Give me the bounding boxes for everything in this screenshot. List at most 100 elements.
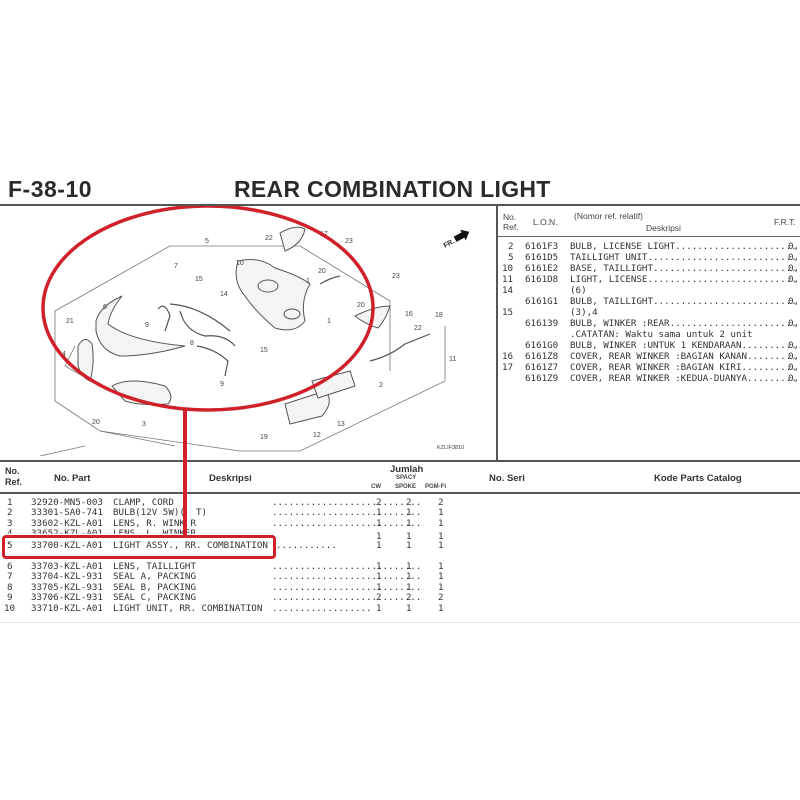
svg-text:20: 20 (92, 419, 100, 426)
lon: 6161F3 (525, 241, 559, 252)
desc: BASE, TAILLIGHT.........................… (570, 263, 797, 274)
description: SEAL C, PACKING (113, 592, 196, 604)
frt: 0,1 (788, 241, 800, 252)
catalog-code-header: Kode Parts Catalog (654, 473, 742, 484)
part-number-header: No. Part (54, 473, 91, 484)
svg-text:23: 23 (345, 238, 353, 245)
desc: COVER, REAR WINKER :KEDUA-DUANYA........… (570, 373, 797, 384)
desc: BULB, TAILLIGHT.........................… (570, 296, 797, 307)
frt: 0,7 (788, 274, 800, 285)
ref-no: 1 (7, 497, 13, 508)
qty-spoke: 1 (406, 581, 412, 593)
lon: 6161G1 (525, 296, 559, 307)
desc: BULB, WINKER :REAR......................… (570, 318, 797, 329)
diagram-code: KZLIF3810 (437, 445, 464, 451)
description-header: Deskripsi (209, 473, 252, 484)
description: LENS, TAILLIGHT (113, 561, 196, 572)
ref-row: .CATATAN: Waktu sama untuk 2 unit (498, 329, 800, 340)
cw-header: CW (371, 484, 381, 490)
leader-dots: ........................... (272, 581, 422, 593)
frt: 0,1 (788, 296, 800, 307)
desc: COVER, REAR WINKER :BAGIAN KIRI.........… (570, 362, 797, 373)
ref-col-header: No. Ref. (503, 212, 519, 232)
description: LIGHT UNIT, RR. COMBINATION (113, 602, 263, 614)
qty-spoke: 1 (406, 540, 412, 551)
svg-text:2: 2 (379, 382, 383, 389)
qty-pgmfi: 1 (438, 571, 444, 583)
svg-text:16: 16 (405, 311, 413, 318)
table-row[interactable]: 10 33710-KZL-A01 LIGHT UNIT, RR. COMBINATI… (0, 602, 800, 614)
parts-illustration: 5 10 7 15 14 6 21 9 8 4 9 20 3 22 17 23 … (39, 204, 470, 457)
ref-no: 15 (502, 307, 514, 318)
qty-spoke: 1 (406, 530, 412, 542)
svg-text:5: 5 (205, 238, 209, 245)
annotation-connector-line (183, 408, 187, 536)
qty-pgmfi: 1 (438, 517, 444, 529)
svg-text:19: 19 (260, 434, 268, 441)
lon: 6161E2 (525, 263, 559, 274)
qty-cw: 2 (376, 497, 382, 508)
ref-no: 6 (7, 561, 13, 572)
part-number: 33652-KZL-A01 (31, 528, 103, 540)
lon: 6161Z9 (525, 373, 559, 384)
lon: 616139 (525, 318, 559, 329)
qty-cw: 1 (376, 571, 382, 583)
svg-text:1: 1 (306, 278, 310, 285)
qty-pgmfi: 1 (438, 561, 444, 572)
section-code: F-38-10 (8, 176, 93, 202)
qty-spoke: 1 (406, 517, 412, 529)
qty-spoke: 2 (406, 497, 412, 508)
leader-dots: ........................... (272, 571, 422, 583)
page-title: REAR COMBINATION LIGHT (234, 176, 551, 202)
highlight-box (2, 535, 276, 559)
highlight-ellipse (41, 204, 375, 412)
part-number: 33710-KZL-A01 (31, 602, 103, 614)
ref-no: 2 (508, 241, 514, 252)
qty-spoke: 1 (406, 507, 412, 519)
frt: 0,1 (788, 362, 800, 373)
desc: BULB, LICENSE LIGHT.....................… (570, 241, 797, 252)
desc-col-header: Deskripsi (646, 223, 681, 233)
frt: 0,7 (788, 252, 800, 263)
part-number: 33706-KZL-931 (31, 592, 103, 604)
frt: 0,1 (788, 318, 800, 329)
svg-text:6: 6 (103, 304, 107, 311)
parts-header-ref: Ref. (5, 477, 23, 487)
description: SEAL A, PACKING (113, 571, 196, 583)
desc: COVER, REAR WINKER :BAGIAN KANAN........… (570, 351, 797, 362)
diagram-divider (496, 204, 498, 460)
top-divider (0, 204, 800, 206)
ref-no: 5 (508, 252, 514, 263)
svg-text:FR.: FR. (443, 238, 456, 250)
ref-no: 10 (4, 602, 16, 614)
svg-text:12: 12 (313, 432, 321, 439)
svg-text:20: 20 (318, 268, 326, 275)
svg-text:4: 4 (62, 351, 66, 358)
ref-no: 10 (502, 263, 514, 274)
part-number: 33602-KZL-A01 (31, 517, 103, 529)
parts-ref-header: No. Ref. (5, 466, 22, 488)
svg-text:1: 1 (327, 318, 331, 325)
lon: 6161D5 (525, 252, 559, 263)
lon: 6161D8 (525, 274, 559, 285)
ref-row: 6161Z9 COVER, REAR WINKER :KEDUA-DUANYA..… (498, 373, 800, 384)
qty-pgmfi: 1 (438, 602, 444, 614)
leader-dots: ........................... (272, 561, 422, 572)
svg-text:14: 14 (220, 291, 228, 298)
part-number: 33700-KZL-A01 (31, 540, 103, 551)
desc: .CATATAN: Waktu sama untuk 2 unit (570, 329, 753, 340)
leader-dots: ........................... (272, 592, 422, 604)
qty-cw: 1 (376, 507, 382, 519)
ref-no: 11 (502, 274, 514, 285)
